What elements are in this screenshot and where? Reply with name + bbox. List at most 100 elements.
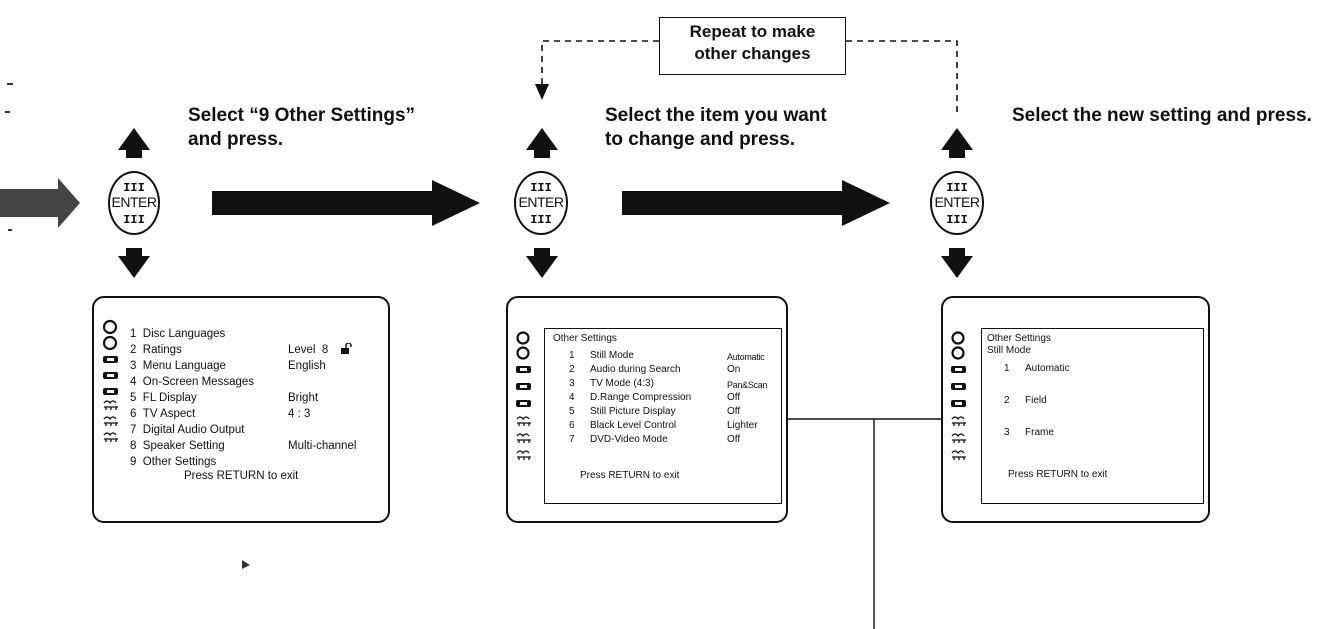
menu-item-3-value: English [288, 360, 326, 372]
option-row-5-num: 5 [569, 406, 575, 417]
dial-ticks-icon: III [123, 181, 145, 195]
step2-instruction: Select the item you want to change and p… [605, 105, 827, 150]
flow-arrow-2-icon [622, 180, 890, 226]
disc-icon [516, 331, 530, 345]
option-row-6-num: 6 [569, 420, 575, 431]
still-mode-screen: Other Settings Still Mode 1 Automatic 2 … [941, 296, 1210, 523]
menu-item-2[interactable]: 2 Ratings [130, 344, 182, 356]
screen1-icon-column [102, 319, 118, 442]
other-settings-screen: Other Settings 1 Still Mode Automatic 2 … [506, 296, 788, 523]
option-row-6-value: Lighter [727, 420, 758, 431]
still-mode-window: Other Settings Still Mode 1 Automatic 2 … [981, 328, 1204, 504]
option-row-3-label[interactable]: TV Mode (4:3) [590, 378, 654, 389]
speaker-icon [951, 450, 966, 460]
screen2-icon-column [516, 331, 531, 460]
window-subtitle: Still Mode [987, 345, 1031, 356]
window-title: Other Settings [553, 333, 617, 344]
display-icon [516, 400, 531, 407]
other-settings-window: Other Settings 1 Still Mode Automatic 2 … [544, 328, 782, 504]
setting-option-2-label[interactable]: Field [1025, 395, 1047, 406]
step3-instruction: Select the new setting and press. [1012, 105, 1312, 126]
disc-icon [102, 319, 118, 335]
option-row-5-value: Off [727, 406, 741, 417]
option-row-2-value: On [727, 364, 741, 375]
option-row-5-label[interactable]: Still Picture Display [590, 406, 676, 417]
menu-item-4[interactable]: 4 On-Screen Messages [130, 376, 255, 388]
repeat-loop [541, 40, 958, 112]
display-icon [951, 400, 966, 407]
speaker-icon [516, 416, 531, 426]
stray-marks [5, 83, 250, 569]
speaker-icon [951, 433, 966, 443]
flow-arrow-1-icon [212, 180, 480, 226]
screen3-icon-column [951, 331, 966, 460]
speaker-icon [103, 416, 118, 426]
repeat-arrowhead [535, 84, 549, 100]
menu-item-5-value: Bright [288, 392, 319, 404]
lock-icon [341, 343, 352, 354]
option-row-2-label[interactable]: Audio during Search [590, 364, 681, 375]
disc-icon [516, 346, 530, 360]
menu-item-6[interactable]: 6 TV Aspect [130, 408, 196, 420]
disc-icon [951, 346, 965, 360]
menu-item-3[interactable]: 3 Menu Language [130, 360, 226, 372]
dial-arrows [118, 128, 973, 278]
option-row-1-num: 1 [569, 350, 575, 361]
speaker-icon [103, 400, 118, 410]
menu-item-8[interactable]: 8 Speaker Setting [130, 440, 225, 452]
menu-item-6-value: 4 : 3 [288, 408, 311, 420]
speaker-icon [103, 432, 118, 442]
dial-ticks-icon: III [123, 213, 145, 227]
option-row-6-label[interactable]: Black Level Control [590, 420, 677, 431]
option-row-1-value: Automatic [727, 352, 765, 362]
disc-icon [102, 335, 118, 351]
menu-item-2-value: Level 8 [288, 344, 329, 356]
screen3-footer: Press RETURN to exit [1008, 469, 1108, 480]
option-row-1-label[interactable]: Still Mode [590, 350, 634, 361]
menu-item-1[interactable]: 1 Disc Languages [130, 328, 226, 340]
speaker-icon [516, 450, 531, 460]
speaker-icon [951, 416, 966, 426]
option-row-7-value: Off [727, 434, 741, 445]
option-row-3-value: Pan&Scan [727, 380, 768, 390]
option-row-4-value: Off [727, 392, 741, 403]
menu-item-7[interactable]: 7 Digital Audio Output [130, 424, 245, 436]
repeat-note-line2: other changes [694, 44, 811, 63]
repeat-note-line1: Repeat to make [689, 22, 816, 41]
window-title: Other Settings [987, 333, 1051, 344]
entry-arrow-icon [0, 178, 80, 228]
option-row-7-num: 7 [569, 434, 575, 445]
display-icon [516, 383, 531, 390]
setting-option-1-label[interactable]: Automatic [1025, 363, 1070, 374]
enter-button-2[interactable]: III ENTER III [514, 171, 568, 235]
option-row-2-num: 2 [569, 364, 575, 375]
enter-button-1[interactable]: III ENTER III [108, 171, 160, 235]
display-icon [103, 372, 118, 379]
menu-item-8-value: Multi-channel [288, 440, 357, 452]
enter-label: ENTER [111, 194, 157, 210]
enter-label: ENTER [518, 194, 564, 210]
setting-option-3-label[interactable]: Frame [1025, 427, 1054, 438]
dial-ticks-icon: III [946, 213, 968, 227]
setting-option-2-num: 2 [1004, 395, 1010, 406]
repeat-note-box: Repeat to make other changes [659, 17, 846, 75]
enter-button-3[interactable]: III ENTER III [930, 171, 984, 235]
screen2-footer: Press RETURN to exit [580, 470, 680, 481]
menu-item-5[interactable]: 5 FL Display [130, 392, 197, 404]
display-icon [103, 388, 118, 395]
enter-label: ENTER [934, 194, 980, 210]
dial-ticks-icon: III [530, 213, 552, 227]
option-row-4-num: 4 [569, 392, 575, 403]
dial-ticks-icon: III [946, 181, 968, 195]
menu-item-9[interactable]: 9 Other Settings [130, 456, 217, 468]
dial-ticks-icon: III [530, 181, 552, 195]
display-icon [951, 366, 966, 373]
step1-instruction: Select “9 Other Settings” and press. [188, 105, 416, 150]
setting-option-3-num: 3 [1004, 427, 1010, 438]
display-icon [516, 366, 531, 373]
disc-icon [951, 331, 965, 345]
option-row-3-num: 3 [569, 378, 575, 389]
option-row-4-label[interactable]: D.Range Compression [590, 392, 692, 403]
option-row-7-label[interactable]: DVD-Video Mode [590, 434, 668, 445]
